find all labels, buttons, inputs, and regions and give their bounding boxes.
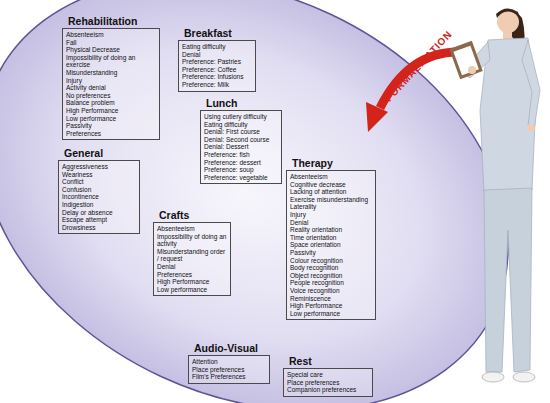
list-item: Conflict xyxy=(62,178,136,186)
list-item: Denial xyxy=(182,51,252,59)
list-item: Misunderstanding xyxy=(66,69,156,77)
category-heading: Crafts xyxy=(159,209,189,221)
list-item: Companion preferences xyxy=(287,386,369,394)
list-item: Absenteeism xyxy=(66,31,156,39)
list-item: Preference: soup xyxy=(204,166,278,174)
list-item: Confusion xyxy=(62,186,136,194)
list-item: Misunderstanding order / request xyxy=(157,248,227,263)
list-item: Place preferences xyxy=(287,379,369,387)
list-item: Injury xyxy=(290,211,372,219)
category-box: RestSpecial carePlace preferencesCompani… xyxy=(283,368,373,397)
category-box: GeneralAggressivenessWearinessConflictCo… xyxy=(58,160,140,234)
list-item: Space orientation xyxy=(290,241,372,249)
list-item: Escape attempt xyxy=(62,216,136,224)
list-item: Indigestion xyxy=(62,201,136,209)
category-heading: Rehabilitation xyxy=(68,15,137,27)
category-heading: Therapy xyxy=(292,157,333,169)
list-item: Low performance xyxy=(66,115,156,123)
list-item: Preferences xyxy=(157,271,227,279)
list-item: Preference: vegetable xyxy=(204,174,278,182)
list-item: Delay or absence xyxy=(62,209,136,217)
list-item: Preference: dessert xyxy=(204,159,278,167)
list-item: Drowsiness xyxy=(62,224,136,232)
category-heading: Rest xyxy=(289,355,312,367)
category-box: TherapyAbsenteeismCognitive decreaseLack… xyxy=(286,170,376,320)
category-box: RehabilitationAbsenteeismFallPhysical De… xyxy=(62,28,160,140)
list-item: Denial: Dessert xyxy=(204,143,278,151)
list-item: Impossibility of doing an exercise xyxy=(66,54,156,69)
list-item: Attention xyxy=(192,358,266,366)
list-item: Impossibility of doing an activity xyxy=(157,233,227,248)
category-heading: General xyxy=(64,147,103,159)
list-item: Using cutlery difficulty xyxy=(204,113,278,121)
list-item: People recognition xyxy=(290,279,372,287)
list-item: Balance problem xyxy=(66,99,156,107)
category-heading: Lunch xyxy=(206,97,238,109)
list-item: Laterality xyxy=(290,203,372,211)
list-item: Eating difficulty xyxy=(182,43,252,51)
list-item: Denial xyxy=(290,219,372,227)
list-item: High Performance xyxy=(157,278,227,286)
list-item: Preference: Infusions xyxy=(182,73,252,81)
list-item: Body recognition xyxy=(290,264,372,272)
list-item: Reminiscence xyxy=(290,295,372,303)
list-item: Cognitive decrease xyxy=(290,181,372,189)
category-heading: Audio-Visual xyxy=(194,342,258,354)
list-item: High Performance xyxy=(66,107,156,115)
list-item: Colour recognition xyxy=(290,257,372,265)
category-box: Audio-VisualAttentionPlace preferencesFi… xyxy=(188,355,270,384)
list-item: Injury xyxy=(66,77,156,85)
list-item: Absenteeism xyxy=(157,225,227,233)
list-item: Passivity xyxy=(66,122,156,130)
list-item: Low performance xyxy=(290,310,372,318)
list-item: Activity denial xyxy=(66,84,156,92)
list-item: Physical Decrease xyxy=(66,46,156,54)
list-item: Voice recognition xyxy=(290,287,372,295)
list-item: Preferences xyxy=(66,130,156,138)
list-item: Denial: Second course xyxy=(204,136,278,144)
list-item: Preference: Coffee xyxy=(182,66,252,74)
list-item: Weariness xyxy=(62,171,136,179)
category-box: BreakfastEating difficultyDenialPreferen… xyxy=(178,40,256,92)
list-item: Incontinence xyxy=(62,193,136,201)
list-item: Object recognition xyxy=(290,272,372,280)
category-box: LunchUsing cutlery difficultyEating diff… xyxy=(200,110,282,184)
category-heading: Breakfast xyxy=(184,27,232,39)
list-item: Passivity xyxy=(290,249,372,257)
list-item: Special care xyxy=(287,371,369,379)
list-item: Denial xyxy=(157,263,227,271)
list-item: Low performance xyxy=(157,286,227,294)
category-box: CraftsAbsenteeismImpossibility of doing … xyxy=(153,222,231,296)
list-item: Fall xyxy=(66,39,156,47)
list-item: Time orientation xyxy=(290,234,372,242)
list-item: Place preferences xyxy=(192,366,266,374)
list-item: Exercise misunderstanding xyxy=(290,196,372,204)
list-item: Preference: Milk xyxy=(182,81,252,89)
list-item: Reality orientation xyxy=(290,226,372,234)
list-item: Denial: First course xyxy=(204,128,278,136)
list-item: Absenteeism xyxy=(290,173,372,181)
list-item: Eating difficulty xyxy=(204,121,278,129)
list-item: Film's Preferences xyxy=(192,373,266,381)
list-item: Lacking of attention xyxy=(290,188,372,196)
list-item: Preference: fish xyxy=(204,151,278,159)
list-item: Aggressiveness xyxy=(62,163,136,171)
list-item: No preferences xyxy=(66,92,156,100)
list-item: Preference: Pastries xyxy=(182,58,252,66)
nurse-illustration xyxy=(449,8,540,382)
list-item: High Performance xyxy=(290,302,372,310)
